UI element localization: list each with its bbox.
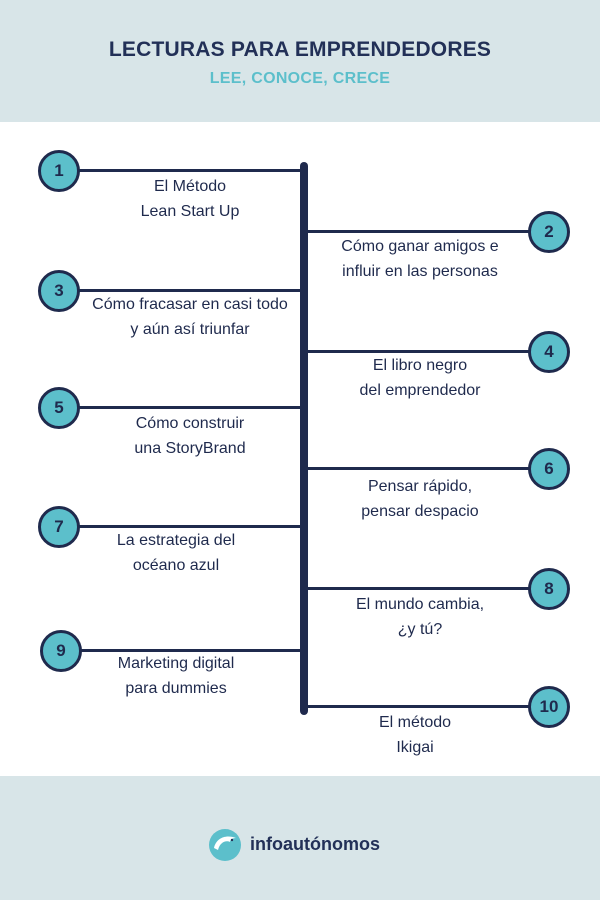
- book-label-5: Cómo construir una StoryBrand: [90, 411, 290, 461]
- book-label-10: El método Ikigai: [310, 710, 520, 760]
- book-title-line1: Pensar rápido,: [367, 478, 473, 495]
- dolphin-logo-icon: [209, 829, 241, 861]
- book-label-8: El mundo cambia, ¿y tú?: [315, 592, 525, 642]
- number-badge-6: 6: [528, 448, 570, 490]
- book-label-9: Marketing digital para dummies: [76, 651, 276, 701]
- book-title-line2: Lean Start Up: [140, 203, 240, 220]
- number-badge-5: 5: [38, 387, 80, 429]
- number-badge-10: 10: [528, 686, 570, 728]
- footer-band: [0, 776, 600, 900]
- branch-line-2: [304, 230, 530, 233]
- book-title-line2: influir en las personas: [342, 263, 498, 280]
- book-title-line1: El mundo cambia,: [355, 596, 485, 613]
- book-title-line2: del emprendedor: [359, 382, 481, 399]
- book-title-line1: El método: [378, 714, 452, 731]
- number-badge-8: 8: [528, 568, 570, 610]
- brand-logo: infoautónomos: [206, 826, 380, 862]
- branch-line-7: [74, 525, 304, 528]
- branch-line-8: [304, 587, 530, 590]
- book-label-4: El libro negro del emprendedor: [315, 353, 525, 403]
- book-title-line2: una StoryBrand: [134, 440, 246, 457]
- page-title: LECTURAS PARA EMPRENDEDORES: [108, 38, 492, 61]
- timeline-spine: [300, 162, 308, 715]
- branch-line-9: [76, 649, 304, 652]
- branch-line-10: [304, 705, 530, 708]
- book-title-line2: y aún así triunfar: [130, 321, 250, 338]
- number-badge-9: 9: [40, 630, 82, 672]
- book-label-6: Pensar rápido, pensar despacio: [315, 474, 525, 524]
- book-title-line1: La estrategia del: [116, 532, 236, 549]
- book-title-line2: pensar despacio: [361, 503, 479, 520]
- book-title-line2: ¿y tú?: [397, 621, 443, 638]
- number-badge-1: 1: [38, 150, 80, 192]
- header-band: LECTURAS PARA EMPRENDEDORES LEE, CONOCE,…: [0, 0, 600, 122]
- book-title-line1: El libro negro: [372, 357, 468, 374]
- book-title-line2: océano azul: [132, 557, 220, 574]
- branch-line-3: [74, 289, 304, 292]
- branch-line-5: [74, 406, 304, 409]
- book-label-3: Cómo fracasar en casi todo y aún así tri…: [76, 292, 304, 342]
- book-title-line1: El Método: [153, 178, 227, 195]
- book-label-7: La estrategia del océano azul: [76, 528, 276, 578]
- book-label-2: Cómo ganar amigos e influir en las perso…: [315, 234, 525, 284]
- number-badge-7: 7: [38, 506, 80, 548]
- book-label-1: El Método Lean Start Up: [90, 174, 290, 224]
- number-badge-3: 3: [38, 270, 80, 312]
- book-title-line1: Cómo fracasar en casi todo: [92, 296, 288, 313]
- book-title-line2: Ikigai: [396, 739, 434, 756]
- number-badge-4: 4: [528, 331, 570, 373]
- branch-line-1: [74, 169, 304, 172]
- branch-line-4: [304, 350, 530, 353]
- branch-line-6: [304, 467, 530, 470]
- book-title-line1: Cómo ganar amigos e: [341, 238, 499, 255]
- book-title-line1: Cómo construir: [135, 415, 245, 432]
- brand-name: infoautónomos: [250, 833, 380, 854]
- book-title-line2: para dummies: [125, 680, 227, 697]
- page-subtitle: LEE, CONOCE, CRECE: [209, 70, 391, 87]
- number-badge-2: 2: [528, 211, 570, 253]
- book-title-line1: Marketing digital: [117, 655, 235, 672]
